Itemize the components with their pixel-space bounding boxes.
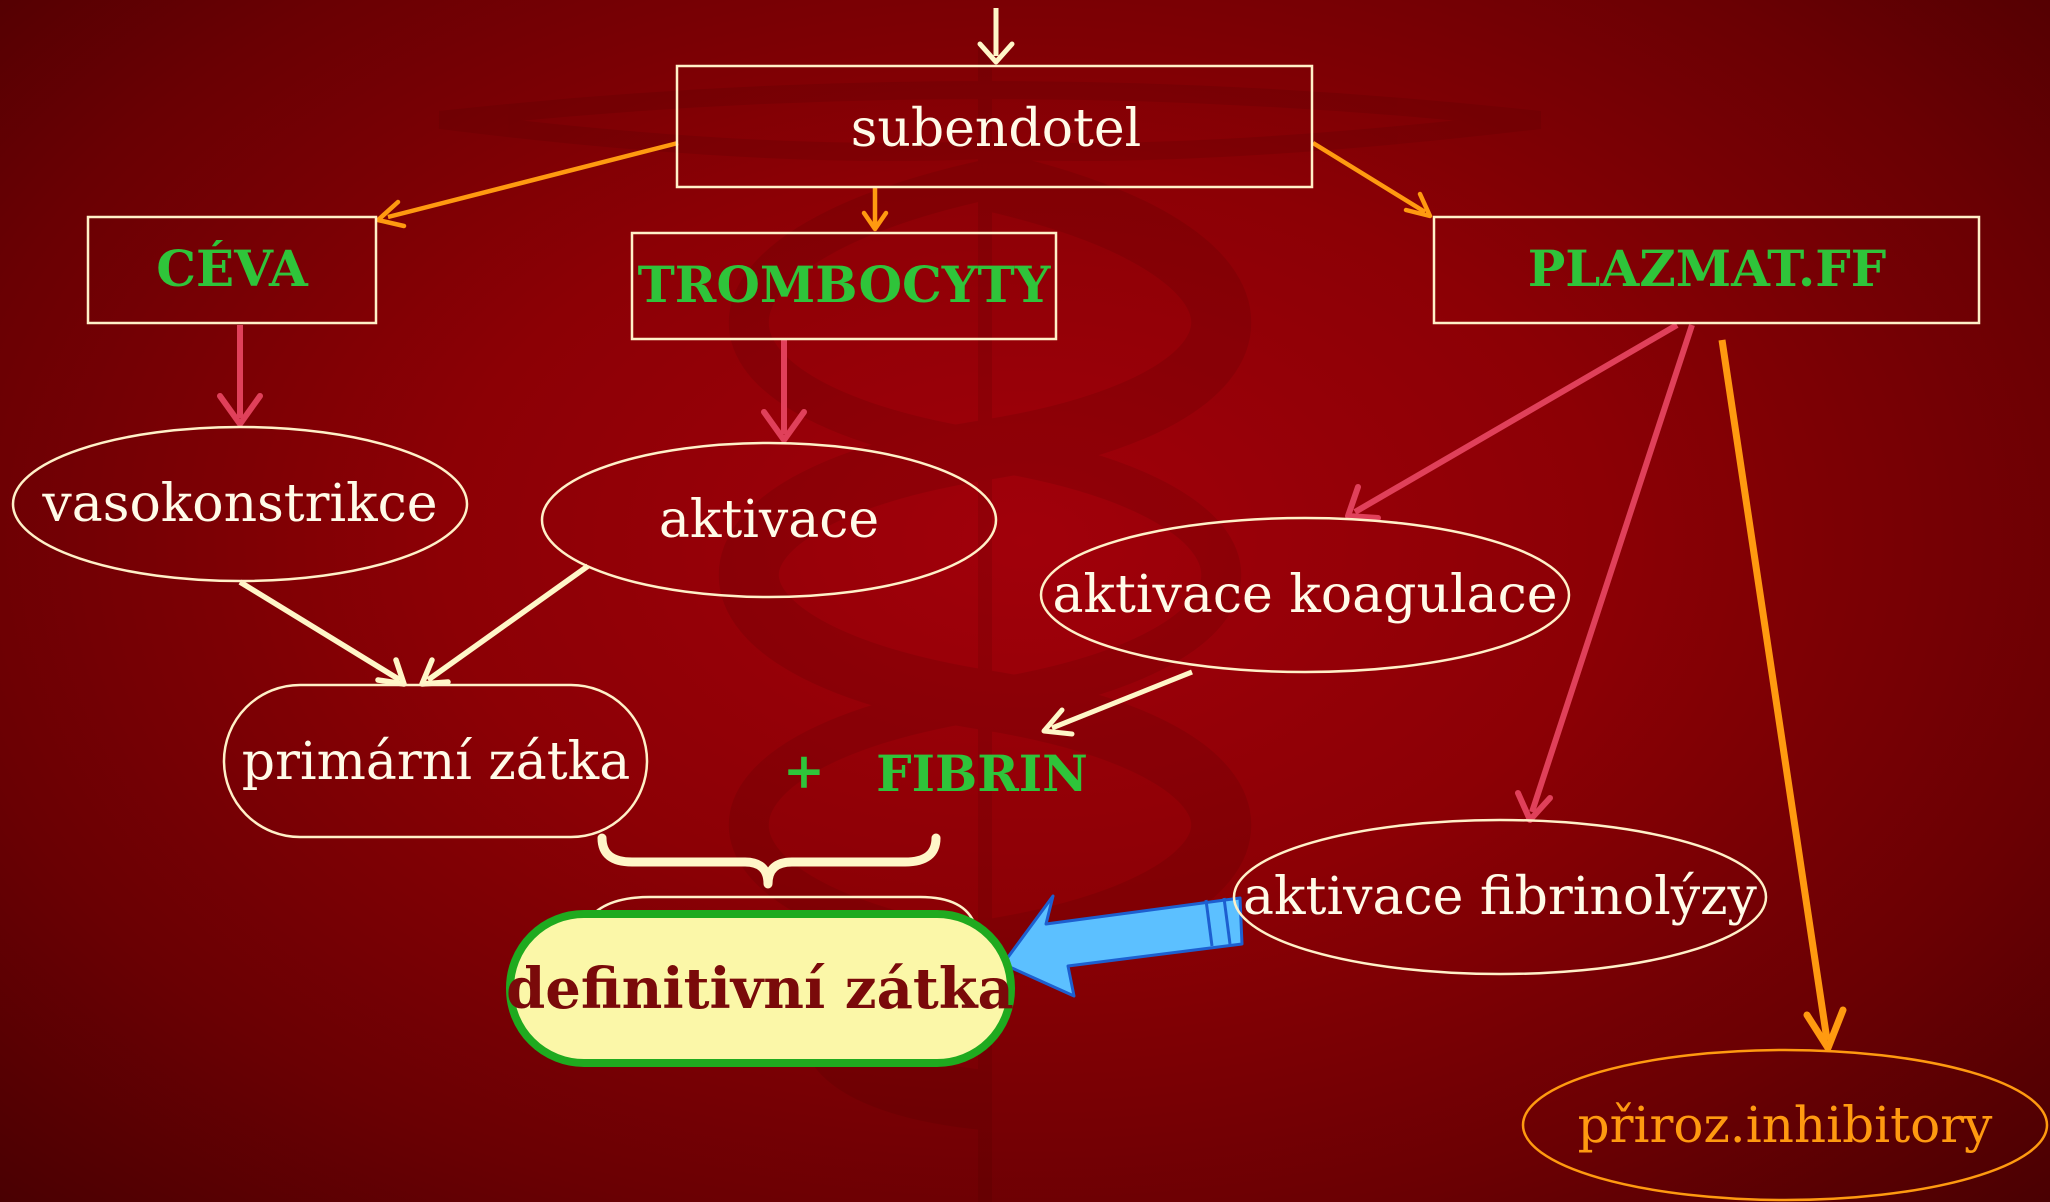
curly-brace [597,833,941,889]
primarni-zatka-label: primární zátka [242,732,630,792]
ceva-label: CÉVA [156,239,309,298]
arrow-aktivace-to-primarni [419,563,590,687]
arrow-subendotel-to-plazmat [1311,141,1433,219]
node-subendotel: subendotel [675,64,1314,189]
fibrin-label: FIBRIN [876,744,1088,803]
node-aktivace-fibrinolyzy: aktivace fibrinolýzy [1232,818,1768,976]
arrow-trombocyty-to-aktivace [761,340,807,443]
aktivace-koagulace-label: aktivace koagulace [1053,565,1558,625]
aktivace-fibrinolyzy-label: aktivace fibrinolýzy [1243,867,1758,927]
node-ceva: CÉVA [86,215,378,325]
vasokonstrikce-label: vasokonstrikce [41,474,437,534]
arrow-plazmat-to-koagulace [1345,322,1679,521]
blue-arrow-fibrinolyzy-to-definitivni [1001,894,1244,998]
arrow-subendotel-to-trombocyty [861,188,889,232]
aktivace-label: aktivace [659,490,879,550]
node-aktivace-koagulace: aktivace koagulace [1039,516,1571,674]
node-trombocyty: TROMBOCYTY [630,231,1058,341]
node-plazmat: PLAZMAT.FF [1432,215,1981,325]
arrow-plazmat-to-inhibitory [1718,339,1847,1052]
definitivni-zatka-label: definitivní zátka [506,956,1014,1022]
arrow-into-subendotel [977,8,1015,65]
arrow-vasokonstrikce-to-primarni [238,579,407,687]
priroz-inhibitory-label: přiroz.inhibitory [1578,1096,1994,1154]
arrow-subendotel-to-ceva [375,140,679,229]
arrow-koagulace-to-fibrin [1041,669,1193,737]
node-definitivni-zatka: definitivní zátka [506,910,1015,1067]
plazmat-label: PLAZMAT.FF [1528,239,1887,298]
trombocyty-label: TROMBOCYTY [638,255,1052,314]
node-priroz-inhibitory: přiroz.inhibitory [1521,1048,2049,1202]
node-vasokonstrikce: vasokonstrikce [11,425,469,583]
node-primarni-zatka: primární zátka [222,683,649,839]
node-aktivace: aktivace [540,441,998,599]
subendotel-label: subendotel [851,99,1142,159]
plus-sign: + [783,741,825,800]
arrow-ceva-to-vasokonstrikce [217,325,263,427]
